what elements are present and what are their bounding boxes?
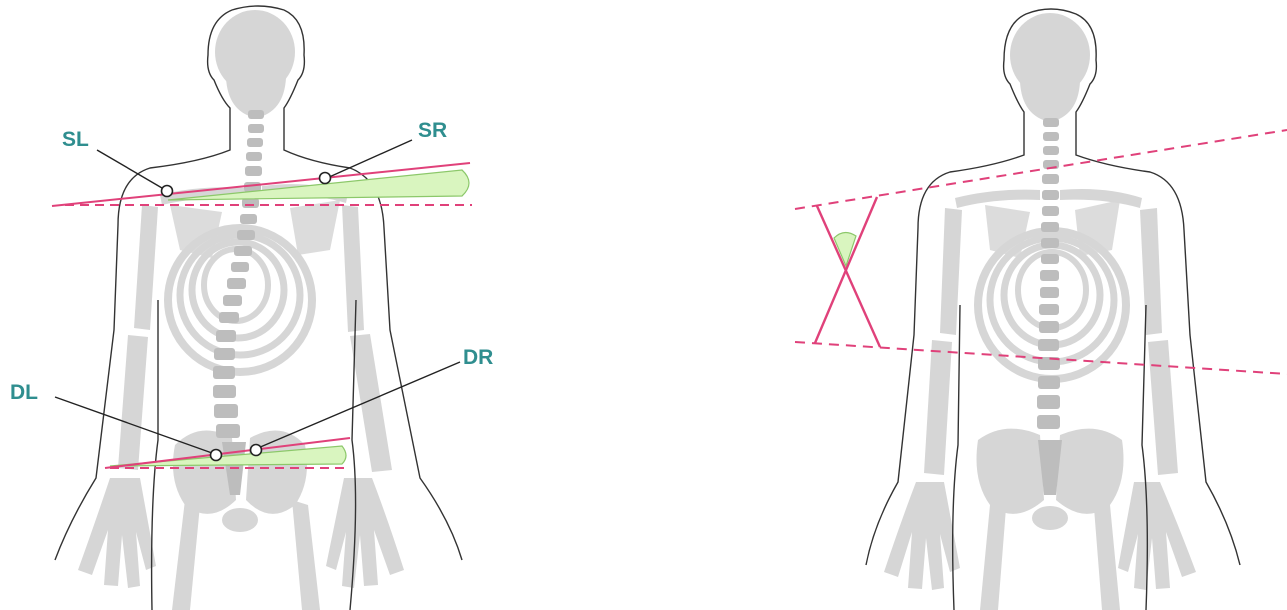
right-upper-tilt-line — [795, 130, 1287, 209]
right-cross-line-a — [817, 206, 880, 347]
label-dr: DR — [463, 346, 493, 369]
dl-marker — [211, 450, 222, 461]
label-sl: SL — [62, 128, 89, 151]
left-shoulder-angle — [168, 170, 469, 200]
dr-marker — [251, 445, 262, 456]
sr-leader — [327, 140, 412, 178]
label-dl: DL — [10, 381, 38, 404]
sl-marker — [162, 186, 173, 197]
right-spine — [1037, 118, 1062, 495]
right-figure — [795, 9, 1287, 610]
sr-marker — [320, 173, 331, 184]
label-sr: SR — [418, 119, 447, 142]
left-figure: SL SR DL DR — [10, 6, 493, 610]
